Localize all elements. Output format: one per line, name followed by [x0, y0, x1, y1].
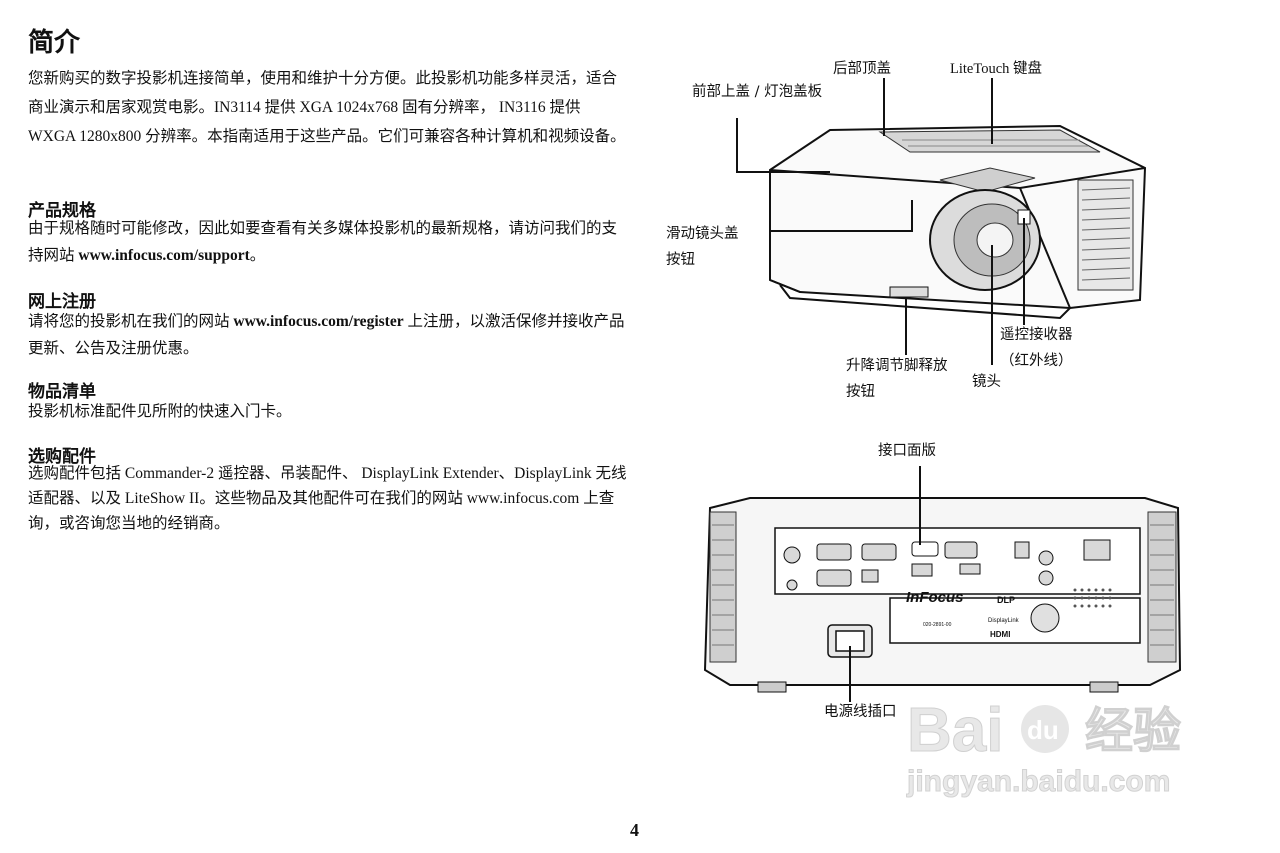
- rear-side-vents: [709, 511, 1177, 663]
- audio-out-vents: [1073, 588, 1112, 608]
- section-text-package: 投影机标准配件见所附的快速入门卡。: [28, 403, 292, 420]
- section-text-accessories: 选购配件包括 Commander-2 遥控器、吊装配件、 DisplayLink…: [28, 465, 627, 532]
- watermark-logo-text: Bai: [907, 696, 1003, 765]
- section-heading-specs: 产品规格: [28, 201, 96, 221]
- watermark-url: jingyan.baidu.com: [906, 765, 1170, 798]
- connector-panel-shape: [774, 527, 1141, 644]
- label-ir-receiver: 遥控接收器（红外线）: [1000, 327, 1073, 369]
- kensington-lock: [1030, 603, 1060, 633]
- lens-shape: [929, 189, 1041, 291]
- side-vents: [1077, 179, 1134, 291]
- page-title: 简介: [28, 28, 81, 58]
- watermark-cn-text: 经验: [1085, 703, 1181, 759]
- brand-text: InFocus: [906, 589, 964, 606]
- vent-grid: [1081, 187, 1131, 281]
- intro-paragraph: 您新购买的数字投影机连接简单，使用和维护十分方便。此投影机功能多样灵活，适合商业…: [28, 70, 626, 145]
- section-heading-register: 网上注册: [28, 292, 96, 312]
- support-link[interactable]: www.infocus.com/support: [78, 247, 250, 264]
- watermark-paw-icon: [1021, 705, 1069, 753]
- rear-leader-lines: [849, 466, 921, 702]
- feet: [757, 681, 1119, 693]
- top-slot: [939, 167, 1036, 193]
- dlp-text: DLP: [997, 595, 1015, 605]
- baidu-watermark: Bai du 经验 jingyan.baidu.com: [906, 696, 1182, 799]
- label-front-cover: 前部上盖 / 灯泡盖板: [692, 84, 823, 100]
- label-lens-cover-button: 滑动镜头盖按钮: [666, 226, 739, 268]
- ports: [783, 539, 1111, 591]
- register-link[interactable]: www.infocus.com/register: [233, 313, 404, 330]
- projector-rear-figure: InFocus DLP DisplayLink HDMI 020-2891-00: [703, 466, 1182, 702]
- label-connector-panel: 接口面版: [878, 443, 936, 459]
- displaylink-text: DisplayLink: [988, 618, 1020, 624]
- power-socket-shape: [827, 624, 873, 658]
- section-heading-package: 物品清单: [28, 382, 96, 402]
- section-text-specs: 由于规格随时可能修改，因此如要查看有关多媒体投影机的最新规格，请访问我们的支持网…: [28, 220, 618, 264]
- hdmi-text: HDMI: [990, 630, 1010, 639]
- elevator-button-shape: [889, 286, 929, 298]
- serial-code-text: 020-2891-00: [923, 622, 952, 628]
- section-text-register: 请将您的投影机在我们的网站 www.infocus.com/register 上…: [28, 313, 625, 357]
- label-power-socket: 电源线插口: [824, 704, 897, 720]
- watermark-paw-text: du: [1027, 715, 1059, 745]
- label-elevator-button: 升降调节脚释放按钮: [846, 358, 948, 400]
- label-rear-top-cover: 后部顶盖: [833, 61, 891, 77]
- page-number: 4: [630, 820, 639, 840]
- label-litetouch-keypad: LiteTouch 键盘: [950, 61, 1043, 77]
- leader-lines: [736, 78, 1025, 365]
- section-heading-accessories: 选购配件: [28, 447, 96, 467]
- label-lens: 镜头: [972, 374, 1001, 390]
- litetouch-keypad-shape: [878, 129, 1101, 153]
- projector-front-figure: [736, 78, 1147, 365]
